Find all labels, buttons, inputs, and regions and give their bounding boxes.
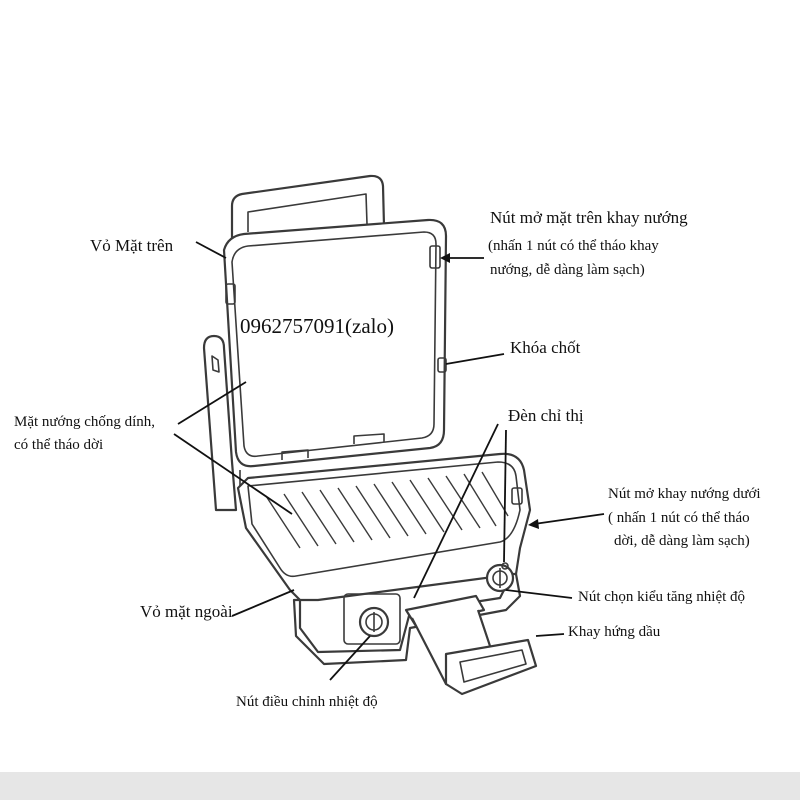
bottom-band (0, 772, 800, 800)
leader-latch (445, 353, 505, 365)
label-nonstick-plate-1: Mặt nướng chống dính, (14, 414, 156, 430)
leader-indicator-right (503, 429, 507, 563)
leader-outer-shell (231, 589, 295, 617)
leader-indicator-left (413, 423, 499, 599)
leader-nonstick-bottom (173, 433, 293, 515)
label-indicator-light: Đèn chỉ thị (508, 406, 584, 425)
bottom-plate-release-clip (511, 487, 523, 505)
leader-bottom-plate-release (533, 513, 605, 525)
leader-lines (173, 241, 605, 681)
label-bottom-plate-release: Nút mở khay nướng dưới (608, 486, 761, 502)
front-panel (343, 593, 401, 645)
watermark-phone: 0962757091(zalo) (240, 314, 394, 338)
top-plate-release-clip (429, 245, 441, 269)
lid-handle (230, 174, 386, 240)
leader-upper-shell (195, 241, 227, 259)
label-drip-tray: Khay hứng dầu (568, 624, 661, 640)
latch-part (437, 357, 447, 373)
label-bottom-plate-release-note-1: ( nhấn 1 nút có thể tháo (608, 510, 750, 526)
label-top-plate-release: Nút mở mặt trên khay nướng (490, 208, 688, 227)
grill-ribs (265, 471, 509, 549)
leader-temp-mode (505, 589, 573, 599)
drip-tray-part (404, 594, 538, 696)
hinge-arm (202, 334, 238, 512)
label-temp-mode-button: Nút chọn kiểu tăng nhiệt độ (578, 589, 746, 605)
top-plate-release-clip-left (225, 283, 236, 305)
grill-base (236, 452, 532, 666)
label-bottom-plate-release-note-2: dời, dễ dàng làm sạch) (614, 533, 750, 549)
label-upper-shell: Vỏ Mặt trên (90, 236, 174, 255)
upper-lid (222, 218, 448, 491)
arrowhead-bottom-plate-release (528, 519, 539, 529)
label-nonstick-plate-2: có thể tháo dời (14, 437, 104, 453)
label-top-plate-release-note-2: nướng, dễ dàng làm sạch) (490, 262, 645, 278)
leader-drip-tray (535, 633, 565, 637)
label-top-plate-release-note-1: (nhấn 1 nút có thể tháo khay (488, 238, 659, 254)
label-temp-control-knob: Nút điều chỉnh nhiệt độ (236, 694, 378, 710)
label-latch: Khóa chốt (510, 338, 581, 357)
label-outer-shell: Vỏ mặt ngoài (140, 602, 233, 621)
arrowhead-top-plate-release (440, 253, 450, 263)
leader-temp-control (329, 635, 371, 681)
indicator-light (501, 562, 509, 570)
leader-nonstick-top (177, 381, 247, 425)
